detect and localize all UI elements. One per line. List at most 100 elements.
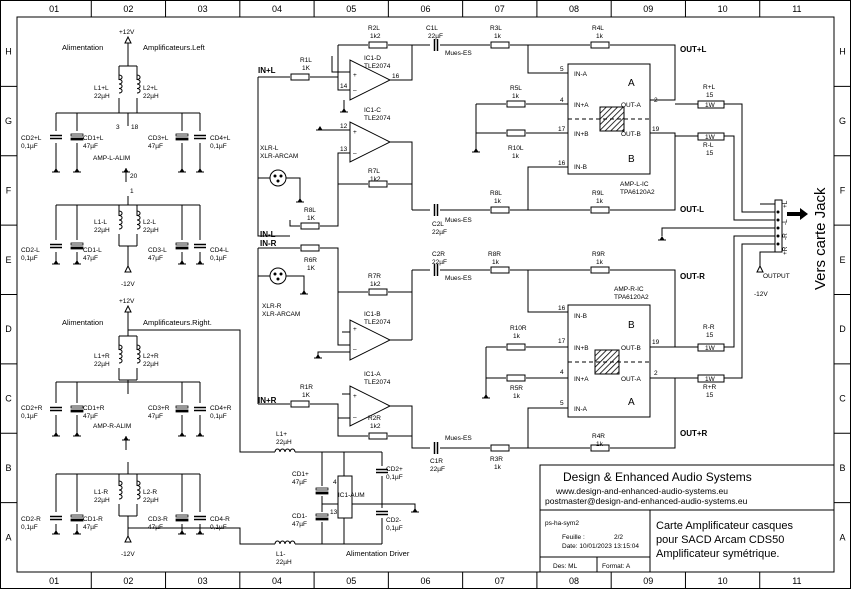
- output-connector: -12V OUTPUT +L -L -R +R Vers carte Jack: [657, 187, 829, 298]
- cd1-plus-r-value: 47µF: [83, 413, 98, 420]
- r3l-value: 1k: [494, 33, 502, 40]
- company-email: postmaster@design-and-enhanced-audio-sys…: [545, 496, 748, 506]
- cd3-plus-l-value: 47µF: [148, 143, 163, 150]
- in-minus-l: IN-L: [260, 230, 276, 239]
- cd4-minus-l: CD4-L: [210, 247, 229, 254]
- cd3-minus-l-value: 47µF: [148, 255, 163, 262]
- grid-row-right-A: A: [839, 532, 845, 542]
- cd1-plus-r: CD1+R: [83, 405, 105, 412]
- tpar-p2: 2: [654, 370, 658, 377]
- l1-minus-l: L1-L: [94, 219, 107, 226]
- out-minus-l: OUT-L: [680, 205, 704, 214]
- ic1d: IC1-D: [364, 55, 381, 62]
- ic1b-minus: –: [353, 346, 357, 353]
- tpal-p19: 19: [652, 126, 660, 133]
- ic1c-pin13: 13: [340, 146, 348, 153]
- tpar-ina: IN-A: [574, 406, 588, 413]
- cd4-plus-r: CD4+R: [210, 405, 232, 412]
- tpar-p17: 17: [558, 338, 566, 345]
- out-pin-pr: +R: [782, 246, 789, 255]
- l2-minus-r-value: 22µH: [143, 497, 159, 504]
- label-alim-right: Alimentation: [62, 318, 103, 327]
- cd2-minus-driver: CD2-: [386, 517, 401, 524]
- tpal-p2: 2: [654, 97, 658, 104]
- l2-plus-l: L2+L: [143, 85, 158, 92]
- l1-minus-driver-value: 22µH: [276, 559, 292, 566]
- ic1b: IC1-B: [364, 311, 381, 318]
- ic1-aum-p13: 13: [330, 509, 338, 516]
- tpal-p16: 16: [558, 160, 566, 167]
- grid-col-bottom-01: 01: [49, 576, 59, 586]
- cd2-minus-r-value: 0,1µF: [21, 524, 38, 531]
- out-minus-r: OUT-R: [680, 272, 705, 281]
- label-alim-left: Alimentation: [62, 43, 103, 52]
- cd4-plus-r-value: 0,1µF: [210, 413, 227, 420]
- tpal-ina: IN-A: [574, 71, 588, 78]
- cd3-minus-r-value: 47µF: [148, 524, 163, 531]
- grid-row-left-B: B: [5, 463, 11, 473]
- l1-minus-driver: L1-: [276, 551, 285, 558]
- sheet-value: 2/2: [614, 534, 623, 541]
- cd1-plus-driver-value: 47µF: [292, 479, 307, 486]
- cd1-minus-r-value: 47µF: [83, 524, 98, 531]
- r7l: R7L: [368, 168, 380, 175]
- grid-col-bottom-05: 05: [346, 576, 356, 586]
- r2l-value: 1k2: [370, 33, 381, 40]
- r3r: R3R: [490, 456, 503, 463]
- grid-col-bottom-08: 08: [569, 576, 579, 586]
- tpal-inpa: IN+A: [574, 102, 589, 109]
- tpar-p19: 19: [652, 339, 660, 346]
- grid-col-bottom-07: 07: [495, 576, 505, 586]
- tpal-p4: 4: [560, 97, 564, 104]
- ic1c-part: TLE2074: [364, 115, 391, 122]
- grid-col-bottom-11: 11: [792, 576, 801, 586]
- r8r-value: 1k: [492, 259, 500, 266]
- grid-col-bottom-02: 02: [123, 576, 133, 586]
- r9l: R9L: [592, 190, 604, 197]
- cd3-plus-r-value: 47µF: [148, 413, 163, 420]
- cd3-plus-r: CD3+R: [148, 405, 170, 412]
- title-block: Design & Enhanced Audio Systems www.desi…: [539, 464, 835, 573]
- grid-row-right-F: F: [840, 185, 846, 195]
- date: Date: 10/01/2023 13:15:04: [562, 543, 639, 550]
- grid-row-right-B: B: [839, 463, 845, 473]
- c1r-value: 22µF: [430, 466, 445, 473]
- cd2-plus-r: CD2+R: [21, 405, 43, 412]
- amp-r-ic: AMP-R-IC: [614, 286, 644, 293]
- ic1c: IC1-C: [364, 107, 381, 114]
- pin-1: 1: [130, 188, 134, 195]
- pin-20: 20: [130, 173, 138, 180]
- grid-col-bottom-03: 03: [198, 576, 208, 586]
- c1r-type: Mues-ES: [445, 435, 472, 442]
- grid-row-left-A: A: [5, 532, 11, 542]
- output-title: Vers carte Jack: [812, 187, 829, 290]
- r8l-out: R8L: [490, 190, 502, 197]
- grid-row-left-C: C: [5, 394, 12, 404]
- cd4-plus-l-value: 0,1µF: [210, 143, 227, 150]
- r4r-value: 1k: [596, 441, 604, 448]
- ic1d-pin16: 16: [392, 73, 400, 80]
- ic1c-pin12: 12: [340, 123, 348, 130]
- grid-row-right-G: G: [839, 116, 846, 126]
- r5r-value: 1k: [513, 393, 521, 400]
- designer: Des: ML: [553, 563, 578, 570]
- grid-col-top-09: 09: [643, 4, 653, 14]
- c2r-value: 22µF: [432, 259, 447, 266]
- r4l-value: 1k: [596, 33, 604, 40]
- r5l-value: 1k: [512, 93, 520, 100]
- tpal-p17: 17: [558, 126, 566, 133]
- file-name: ps-ha-sym2: [545, 520, 579, 527]
- cd4-minus-l-value: 0,1µF: [210, 255, 227, 262]
- grid-col-top-10: 10: [718, 4, 728, 14]
- r2r-value: 1k2: [370, 423, 381, 430]
- r7l-value: 1k2: [370, 176, 381, 183]
- ic1a-plus: +: [353, 393, 357, 400]
- r2l: R2L: [368, 25, 380, 32]
- ic1d-minus: –: [353, 87, 357, 94]
- c1l-type: Mues-ES: [445, 50, 472, 57]
- grid-col-top-05: 05: [346, 4, 356, 14]
- grid-col-bottom-04: 04: [272, 576, 282, 586]
- l1-minus-r-value: 22µH: [94, 497, 110, 504]
- cd2-minus-l: CD2-L: [21, 247, 40, 254]
